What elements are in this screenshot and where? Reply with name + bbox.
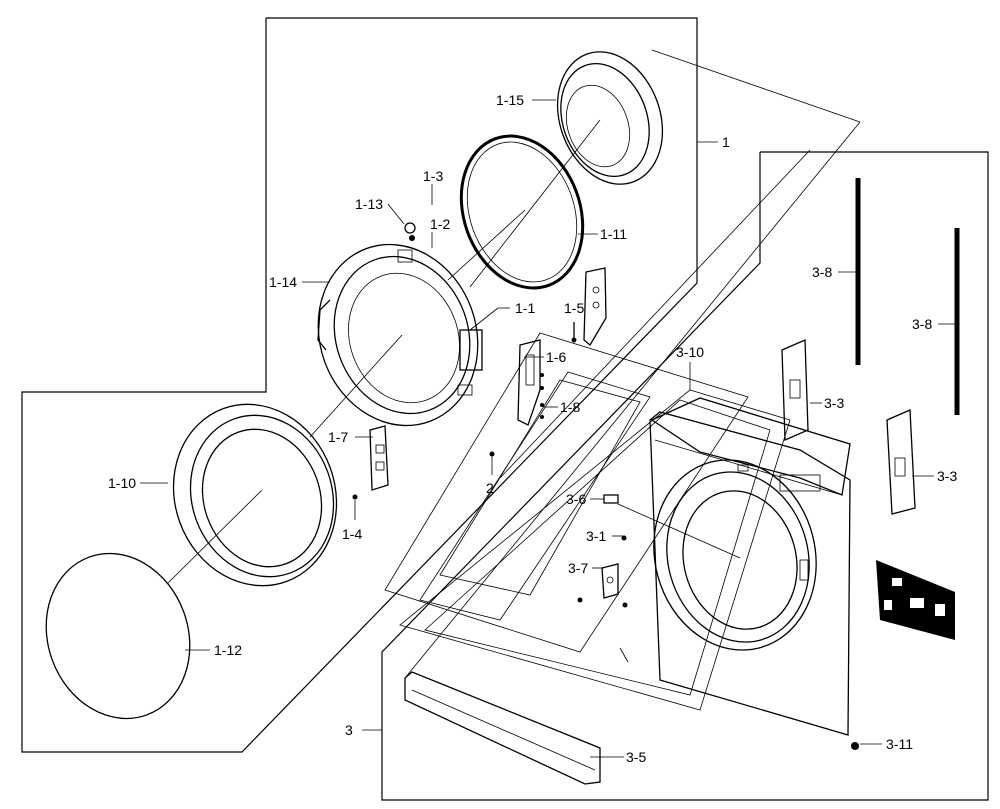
leader-lines <box>140 99 957 758</box>
door-glass-part <box>45 552 191 720</box>
door-outer-ring-part <box>172 403 338 587</box>
latch-part-3-7 <box>577 563 628 608</box>
control-frame-part-3-10 <box>650 397 851 496</box>
label-1-6: 1-6 <box>546 349 566 365</box>
label-3-8-a: 3-8 <box>812 264 832 280</box>
label-1-8: 1-8 <box>560 399 580 415</box>
pcb-part <box>876 560 955 640</box>
clip-part-3-6 <box>603 494 619 504</box>
bracket-part-3-3-b <box>886 409 916 515</box>
door-glass-cover-part <box>556 51 664 185</box>
screw-part-1-13 <box>404 222 416 241</box>
label-1-10: 1-10 <box>108 475 136 491</box>
door-seal-ring-part <box>459 134 585 290</box>
label-3-5: 3-5 <box>626 749 646 765</box>
label-1-14: 1-14 <box>269 274 297 290</box>
hinge-part-1-5 <box>583 267 607 346</box>
label-3-11: 3-11 <box>886 736 913 752</box>
kick-plate-part-3-5 <box>404 671 601 785</box>
label-1-4: 1-4 <box>342 526 362 542</box>
label-1-1: 1-1 <box>515 300 535 316</box>
label-1-7: 1-7 <box>328 429 348 445</box>
screw-part-3-1 <box>621 535 627 541</box>
label-3-1: 3-1 <box>586 528 606 544</box>
gasket-frame-inner-2 <box>439 379 641 596</box>
label-3-8-b: 3-8 <box>912 316 932 332</box>
panel-frame-inner <box>424 399 771 696</box>
gasket-frame-inner <box>419 371 651 621</box>
label-2: 2 <box>486 480 494 496</box>
front-panel-part <box>619 411 851 736</box>
screw-part-1-5 <box>571 322 577 343</box>
bracket-part-3-3-a <box>781 339 809 441</box>
label-1-12: 1-12 <box>214 642 242 658</box>
screw-part-2 <box>489 451 495 457</box>
screw-part-1-4 <box>352 494 358 500</box>
label-1-5: 1-5 <box>564 300 584 316</box>
label-1-11: 1-11 <box>600 226 627 242</box>
label-3-7: 3-7 <box>568 560 588 576</box>
label-1: 1 <box>722 134 730 150</box>
screw-part-3-11 <box>851 742 859 750</box>
label-3-6: 3-6 <box>566 491 586 507</box>
label-3-3-b: 3-3 <box>937 468 957 484</box>
label-1-3: 1-3 <box>423 168 443 184</box>
label-3-3-a: 3-3 <box>824 395 844 411</box>
label-3-10: 3-10 <box>676 344 704 360</box>
panel-frame <box>399 389 791 711</box>
leader-line <box>651 49 861 123</box>
leader-line <box>499 149 811 479</box>
door-inner-frame-part <box>317 243 483 427</box>
label-1-2: 1-2 <box>430 216 450 232</box>
hinge-part-1-6 <box>517 339 544 426</box>
door-assembly-boundary <box>21 17 698 753</box>
label-3: 3 <box>345 722 353 738</box>
latch-part-1-7 <box>369 425 389 491</box>
cabinet-assembly-boundary <box>381 151 989 801</box>
gasket-frame <box>384 332 749 653</box>
label-1-15: 1-15 <box>496 92 524 108</box>
label-1-13: 1-13 <box>355 196 383 212</box>
